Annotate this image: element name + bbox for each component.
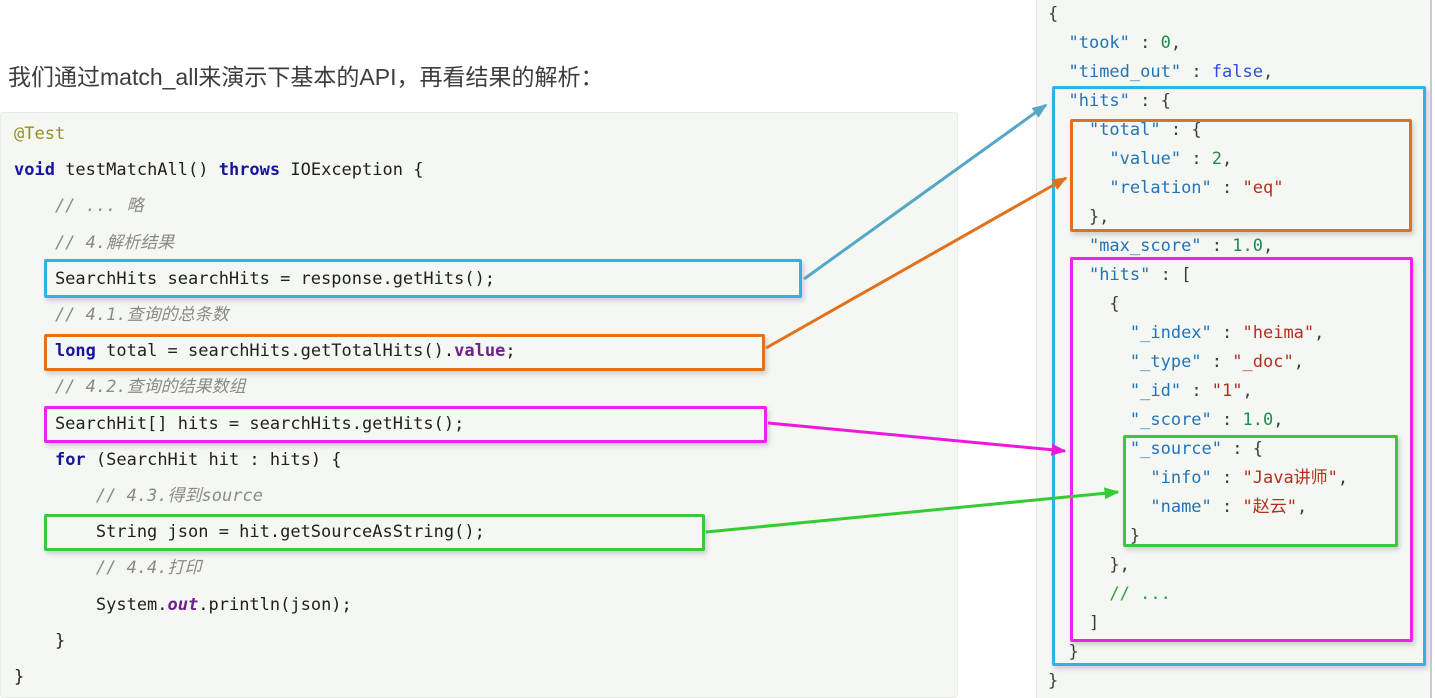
java-code-line: // 4.解析结果 (14, 232, 175, 253)
json-response-line: "info" : "Java讲师", (1150, 468, 1349, 488)
json-response-lines: { "took" : 0, "timed_out" : false, "hits… (1048, 0, 1348, 696)
java-code-line: SearchHits searchHits = response.getHits… (14, 268, 496, 289)
java-code-line: for (SearchHit hit : hits) { (54, 449, 342, 470)
json-response-line: ] (1048, 613, 1100, 633)
java-code-line: // 4.1.查询的总条数 (14, 305, 229, 326)
java-code-line: @Test (14, 124, 66, 144)
json-response-line: "_score" : 1.0, (1129, 410, 1284, 430)
java-code-line: System.out.println(json); (14, 594, 352, 615)
java-code-line: SearchHit[] hits = searchHits.getHits(); (14, 413, 465, 434)
json-response-block: { "took" : 0, "timed_out" : false, "hits… (1036, 0, 1432, 698)
json-response-line: "hits" : { (1068, 91, 1171, 111)
json-response-line: "hits" : [ (1088, 265, 1192, 285)
json-response-line: "relation" : "eq" (1109, 178, 1284, 198)
java-code-line: String json = hit.getSourceAsString(); (14, 522, 485, 543)
json-response-line: "took" : 0, (1068, 33, 1182, 53)
java-code-lines: @Test void testMatchAll() throws IOExcept… (14, 116, 516, 695)
json-response-line: "name" : "赵云", (1150, 497, 1308, 517)
java-code-line: // 4.2.查询的结果数组 (14, 377, 246, 398)
java-code-line: // ... 略 (14, 196, 144, 217)
json-response-line: } (1048, 526, 1141, 546)
json-response-line: "_source" : { (1129, 439, 1263, 459)
json-response-line: "value" : 2, (1109, 149, 1233, 169)
json-response-line: // ... (1048, 584, 1171, 604)
json-response-line: } (1048, 671, 1059, 691)
page-heading: 我们通过match_all来演示下基本的API，再看结果的解析： (8, 64, 604, 90)
json-response-line: }, (1048, 555, 1130, 575)
json-response-line: "_index" : "heima", (1129, 323, 1325, 343)
json-response-line: { (1048, 4, 1059, 24)
json-response-line: { (1048, 294, 1120, 314)
json-response-line: "_type" : "_doc", (1129, 352, 1304, 372)
json-response-line: }, (1048, 207, 1110, 227)
json-response-line: "timed_out" : false, (1068, 62, 1274, 82)
java-code-line: } (14, 667, 25, 688)
json-response-line: } (1048, 642, 1079, 662)
java-code-line: } (14, 630, 66, 651)
java-code-line: void testMatchAll() throws IOException { (14, 160, 424, 181)
java-code-line: long total = searchHits.getTotalHits().v… (54, 341, 516, 362)
java-code-line: // 4.4.打印 (14, 558, 202, 579)
json-response-line: "total" : { (1088, 120, 1202, 140)
json-response-line: "max_score" : 1.0, (1088, 236, 1274, 256)
json-response-line: "_id" : "1", (1129, 381, 1253, 401)
java-code-block: @Test void testMatchAll() throws IOExcept… (0, 112, 958, 698)
java-code-line: // 4.3.得到source (14, 486, 263, 507)
